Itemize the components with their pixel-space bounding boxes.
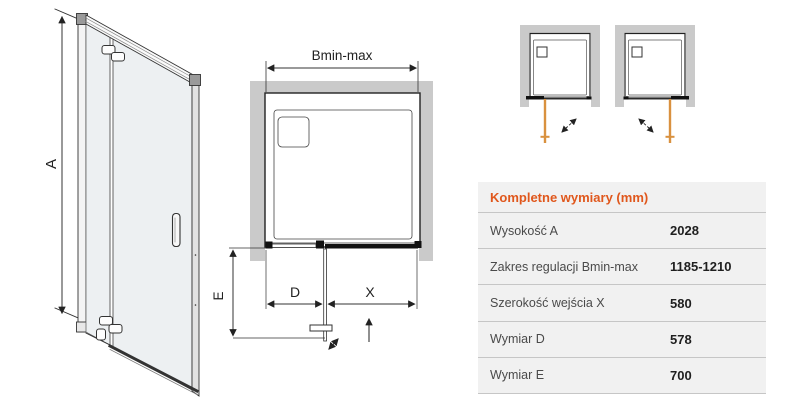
row-value: 580: [670, 295, 692, 311]
fixed-glass-panel: [85, 21, 111, 346]
table-row: Szerokość wejścia X 580: [478, 284, 766, 320]
mounting-option-left: [520, 25, 600, 143]
table-row: Wymiar D 578: [478, 320, 766, 357]
open-door-orange: [665, 99, 675, 143]
dim-label-b: Bmin-max: [312, 48, 373, 63]
row-value: 700: [670, 367, 692, 383]
enclosure-outline: [264, 92, 421, 248]
row-label: Zakres regulacji Bmin-max: [490, 259, 638, 274]
closed-door-panel: [325, 244, 418, 249]
top-rail: [85, 14, 198, 87]
row-value: 1185-1210: [670, 259, 732, 275]
bottom-hinge: [96, 316, 123, 341]
table-row: Wymiar E 700: [478, 356, 766, 395]
open-door-panel: [323, 248, 327, 342]
dimensions-table: Kompletne wymiary (mm) Wysokość A 2028 Z…: [478, 182, 766, 395]
row-label: Wymiar E: [490, 368, 545, 383]
swing-direction-arrow: [638, 118, 654, 133]
dim-label-d: D: [290, 284, 300, 300]
top-view-drawing: Bmin-max E: [211, 48, 433, 350]
depth-dimension-e: E: [211, 247, 325, 339]
front-view-drawing: A: [43, 8, 201, 397]
dimensions-table-title: Kompletne wymiary (mm): [490, 190, 649, 205]
panel-divider: [109, 32, 114, 348]
door-glass-panel: [112, 33, 193, 391]
shower-tray: [273, 109, 413, 240]
dim-label-a: A: [43, 159, 60, 169]
dim-label-e: E: [211, 291, 226, 300]
row-value: 2028: [670, 223, 699, 239]
door-handle: [171, 212, 181, 248]
mounting-option-right: [615, 25, 695, 143]
row-label: Wymiar D: [490, 332, 545, 347]
top-hinge: [101, 45, 125, 62]
width-dimension-b: Bmin-max: [265, 48, 419, 92]
table-row: Zakres regulacji Bmin-max 1185-1210: [478, 248, 766, 284]
row-label: Szerokość wejścia X: [490, 296, 605, 310]
door-assembly: [265, 240, 422, 342]
dim-label-x: X: [365, 284, 375, 300]
dimension-d-x: D X: [265, 250, 418, 309]
height-dimension-a: A: [43, 8, 84, 321]
right-door-profile: [189, 74, 201, 397]
row-label: Wysokość A: [490, 223, 558, 238]
swing-direction-arrow: [561, 118, 577, 133]
row-value: 578: [670, 331, 692, 347]
swing-direction-arrow: [328, 338, 339, 350]
tray-seat: [277, 116, 310, 148]
open-door-handle: [309, 324, 333, 332]
table-row: Wysokość A 2028: [478, 212, 766, 248]
open-door-orange: [540, 99, 550, 143]
